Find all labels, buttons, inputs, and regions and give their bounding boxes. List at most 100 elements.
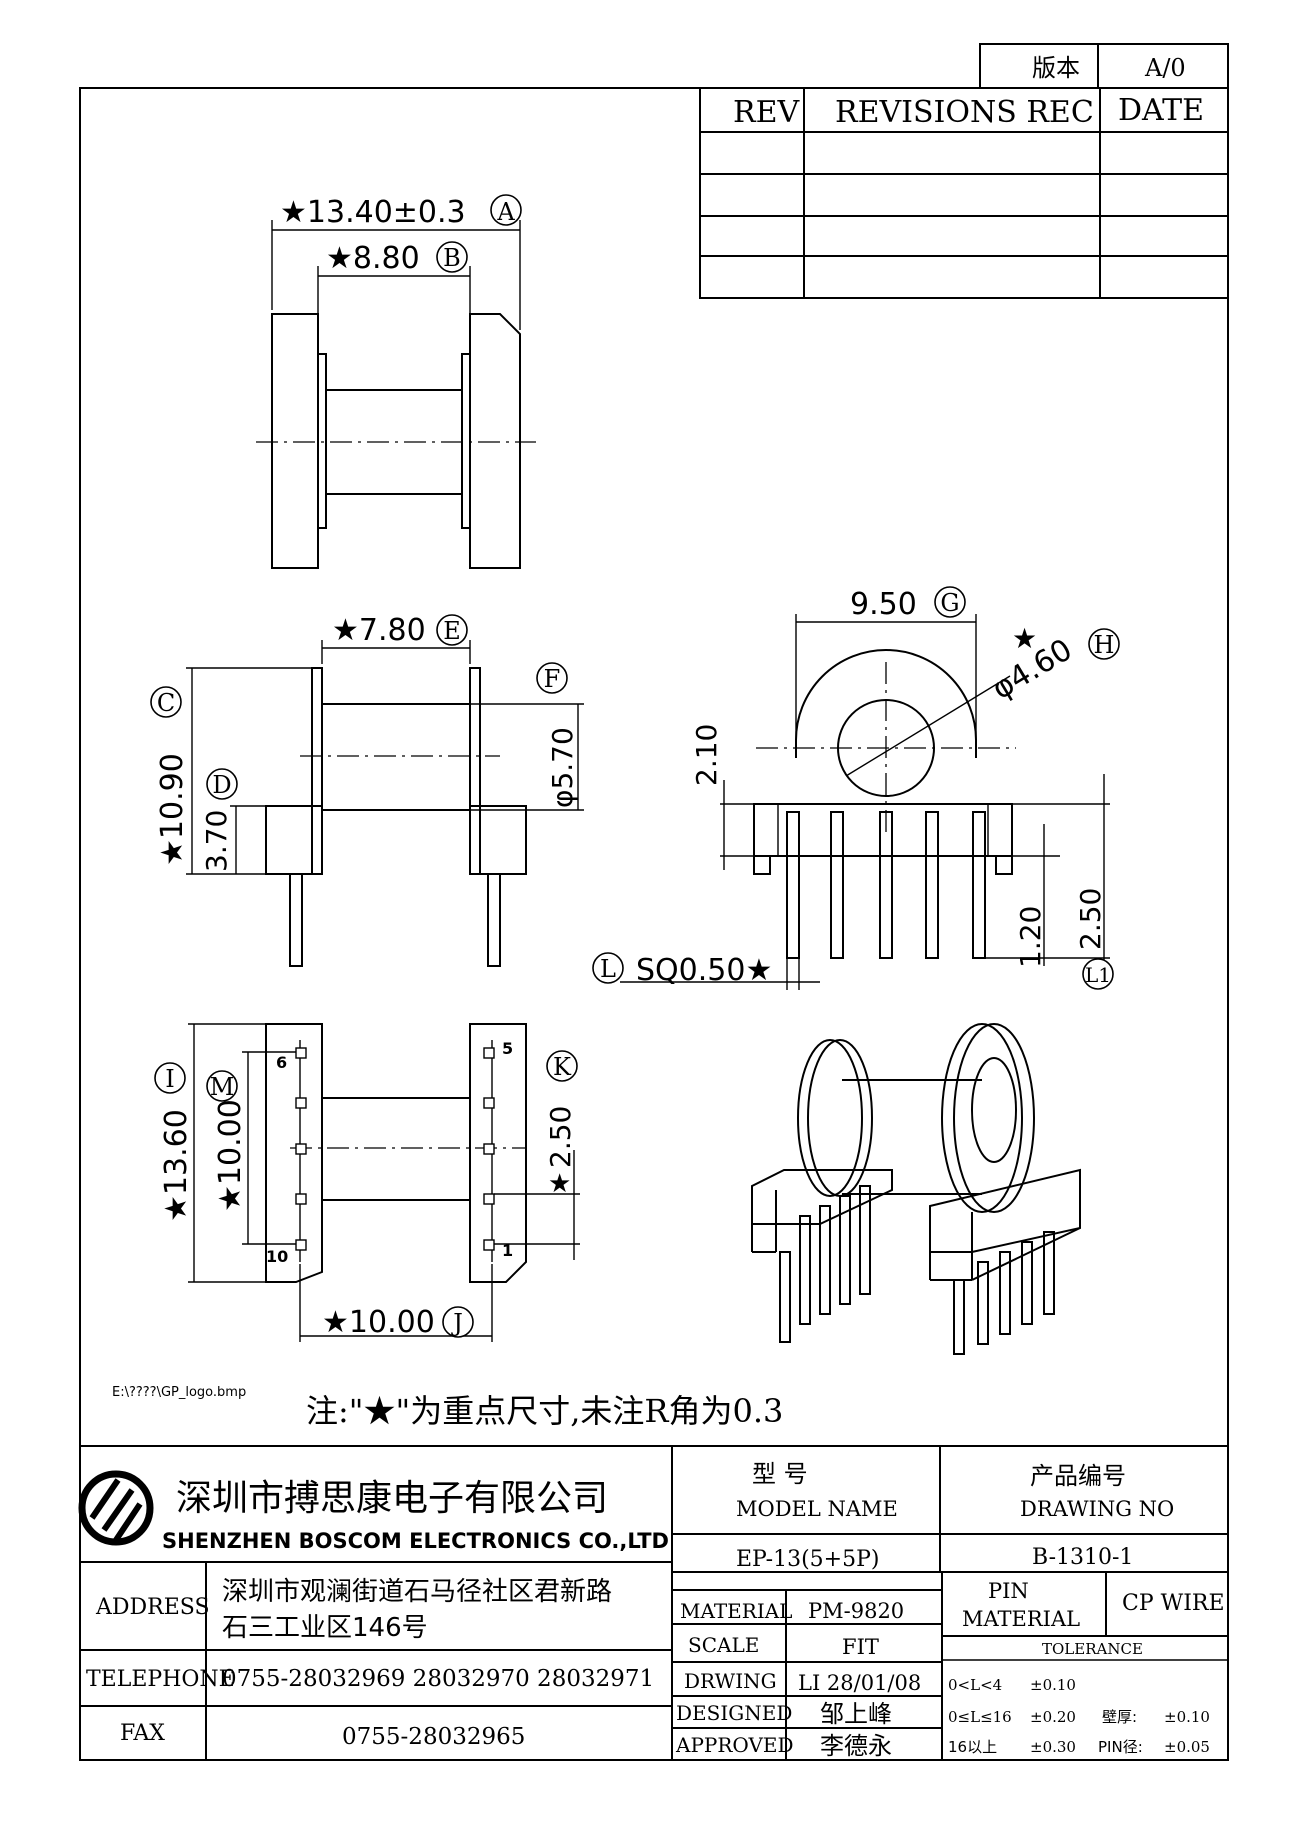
telephone-value: 0755-28032969 28032970 28032971	[222, 1666, 654, 1692]
title-block: 深圳市搏思康电子有限公司 SHENZHEN BOSCOM ELECTRONICS…	[78, 1445, 1228, 1760]
scale-value: FIT	[842, 1635, 879, 1659]
dim-e-label: E	[443, 617, 461, 645]
side-view: ★7.80 E ★10.90 C 3.70 D φ5.70 F	[150, 613, 584, 967]
dim-210-text: 2.10	[690, 724, 723, 786]
fax-label: FAX	[120, 1721, 165, 1746]
dim-g-text: 9.50	[850, 587, 917, 622]
tol-r1-range: 0<L<4	[948, 1676, 1002, 1694]
version-value: A/0	[1144, 54, 1186, 82]
company-name-en: SHENZHEN BOSCOM ELECTRONICS CO.,LTD	[162, 1529, 669, 1553]
revisions-table: REV REVISIONS REC DATE	[699, 87, 1229, 299]
tolerance-title: TOLERANCE	[1042, 1640, 1143, 1658]
material-label: MATERIAL	[680, 1599, 792, 1623]
pin-10-label: 10	[266, 1247, 288, 1266]
dim-h-star: ★	[1012, 622, 1037, 655]
pin-label: PIN	[988, 1579, 1029, 1603]
tol-r3-range: 16以上	[948, 1738, 997, 1756]
tol-r3-label-b: PIN径:	[1098, 1738, 1143, 1756]
scale-label: SCALE	[688, 1633, 759, 1657]
tol-r2-label-b: 壁厚:	[1102, 1708, 1137, 1726]
address-label: ADDRESS	[95, 1595, 210, 1620]
model-value: EP-13(5+5P)	[736, 1547, 879, 1572]
top-view: ★13.40±0.3 A ★8.80 B	[256, 194, 536, 569]
designed-value: 邹上峰	[820, 1700, 892, 1728]
designed-label: DESIGNED	[676, 1701, 792, 1725]
date-header: DATE	[1118, 93, 1204, 128]
tol-r2-value: ±0.20	[1030, 1708, 1076, 1726]
dim-d-callout	[206, 768, 238, 800]
isometric-view	[751, 1023, 1081, 1355]
approved-value: 李德永	[820, 1732, 892, 1760]
address-line1: 深圳市观澜街道石马径社区君新路	[222, 1577, 612, 1607]
address-line2: 石三工业区146号	[222, 1613, 428, 1643]
dim-k-callout	[546, 1050, 578, 1082]
approved-label: APPROVED	[675, 1733, 794, 1757]
dim-f-label: F	[544, 665, 561, 693]
dim-l-label: L	[600, 955, 616, 983]
dim-h-callout	[1088, 628, 1120, 660]
tol-r2-range: 0≤L≤16	[948, 1708, 1012, 1726]
dim-j-callout	[442, 1306, 474, 1338]
tol-r2-value-b: ±0.10	[1164, 1708, 1210, 1726]
version-box: 版本 A/0	[979, 43, 1229, 89]
dim-e-text: ★7.80	[332, 613, 426, 648]
dim-c-callout	[150, 686, 182, 718]
version-label: 版本	[1032, 54, 1080, 82]
dim-k-text: 2.50	[544, 1106, 577, 1168]
dim-j-text: ★10.00	[322, 1305, 435, 1340]
dim-c-text: ★10.90	[155, 753, 190, 866]
tol-r3-value: ±0.30	[1030, 1738, 1076, 1756]
dim-i-text: ★13.60	[159, 1109, 194, 1222]
logo-path: E:\????\GP_logo.bmp	[112, 1385, 246, 1400]
dim-f-callout	[536, 662, 568, 694]
dim-a-text: ★13.40±0.3	[280, 195, 466, 230]
pin-1-label: 1	[502, 1241, 513, 1260]
drawing-label-en: DRAWING NO	[1020, 1497, 1174, 1521]
dim-l1-label: L1	[1085, 963, 1111, 987]
model-label-cn: 型 号	[752, 1460, 808, 1488]
drwing-value: LI 28/01/08	[798, 1671, 921, 1695]
dim-d-text: 3.70	[200, 810, 233, 872]
dim-k-star: ★	[548, 1169, 571, 1199]
pin-material-label: MATERIAL	[962, 1607, 1080, 1631]
dim-l1-text: 2.50	[1074, 888, 1107, 950]
dim-c-label: C	[157, 689, 175, 717]
dim-m-text: ★10.00	[213, 1099, 248, 1212]
dim-f-text: φ5.70	[546, 727, 579, 808]
telephone-label: TELEPHONE	[86, 1667, 235, 1692]
bottom-view: 6 5 10 1 ★13.60 I ★10.00 M 2.50 ★ K ★10.…	[154, 1023, 580, 1342]
company-logo	[78, 1470, 154, 1546]
drwing-label: DRWING	[684, 1669, 777, 1693]
dim-b-label: B	[443, 244, 461, 272]
rev-header: REV	[733, 95, 800, 130]
dim-i-label: I	[165, 1065, 174, 1093]
revisions-rec-header: REVISIONS REC	[835, 95, 1094, 130]
dim-a-label: A	[496, 198, 515, 226]
fax-value: 0755-28032965	[342, 1724, 525, 1750]
dim-120-text: 1.20	[1014, 906, 1047, 968]
pin-5-label: 5	[502, 1039, 513, 1058]
company-name-cn: 深圳市搏思康电子有限公司	[176, 1478, 608, 1519]
sheet-border	[79, 87, 1229, 1761]
dim-d-label: D	[212, 771, 231, 799]
dim-l-text: SQ0.50★	[636, 953, 772, 988]
dim-b-callout	[436, 241, 468, 273]
pin-6-label: 6	[276, 1053, 287, 1072]
dim-g-label: G	[940, 589, 959, 617]
dim-h-label: H	[1094, 631, 1115, 659]
dim-l-callout	[592, 952, 624, 984]
dim-j-label: J	[450, 1309, 463, 1337]
dim-e-callout	[436, 614, 468, 646]
drawing-label-cn: 产品编号	[1030, 1462, 1126, 1490]
note-text: 注:"★"为重点尺寸,未注R角为0.3	[306, 1392, 783, 1430]
pin-material-value: CP WIRE	[1122, 1591, 1225, 1616]
model-label-en: MODEL NAME	[736, 1497, 898, 1521]
tol-r3-value-b: ±0.05	[1164, 1738, 1210, 1756]
dim-i-callout	[154, 1062, 186, 1094]
material-value: PM-9820	[808, 1599, 904, 1623]
dim-a-callout	[490, 194, 522, 226]
dim-k-label: K	[553, 1053, 572, 1081]
tol-r1-value: ±0.10	[1030, 1676, 1076, 1694]
dim-g-callout	[934, 586, 966, 618]
